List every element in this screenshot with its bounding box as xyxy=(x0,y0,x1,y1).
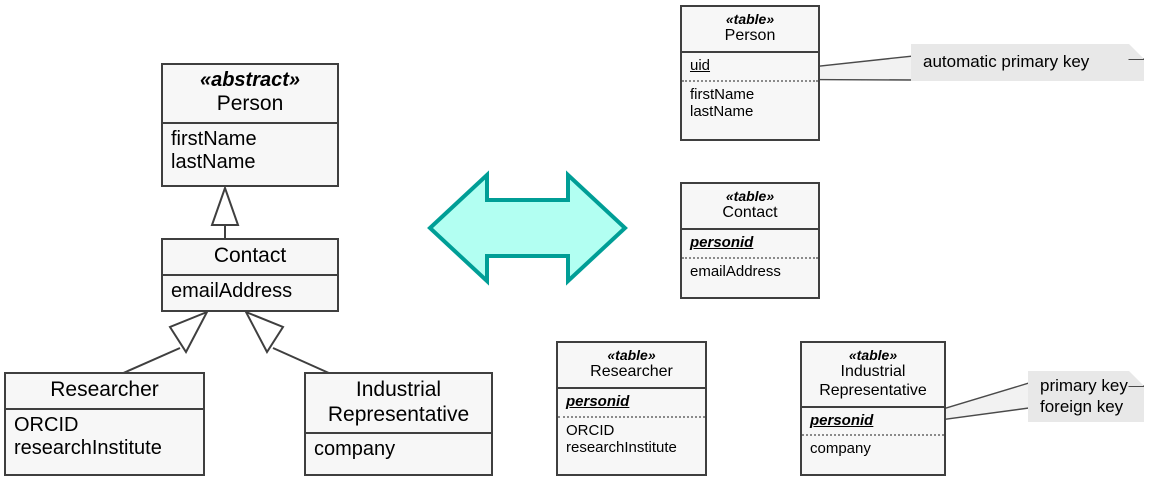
primary-foreign-key-column: personid xyxy=(566,393,630,411)
table-person-key: uid xyxy=(682,51,818,80)
class-person-header: «abstract» Person xyxy=(163,65,337,122)
table-contact-name: Contact xyxy=(722,204,778,222)
note-primary-foreign-key[interactable]: primary key foreign key xyxy=(1028,371,1144,422)
note-text-line2: foreign key xyxy=(1040,397,1124,416)
table-person-columns: firstName lastName xyxy=(682,79,818,126)
table-industrial-representative-name-line1: Industrial xyxy=(840,363,906,381)
table-researcher-name: Researcher xyxy=(590,363,673,381)
table-industrial-representative-stereotype: «table» xyxy=(848,347,898,363)
note-text-line1: primary key xyxy=(1040,375,1128,395)
class-industrial-representative-header: Industrial Representative xyxy=(306,374,491,432)
table-researcher[interactable]: «table» Researcher personid ORCID resear… xyxy=(556,341,707,476)
class-person-stereotype: «abstract» xyxy=(199,69,301,91)
class-industrial-representative[interactable]: Industrial Representative company xyxy=(304,372,493,476)
table-researcher-key: personid xyxy=(558,387,705,416)
class-person[interactable]: «abstract» Person firstName lastName xyxy=(161,63,339,187)
table-researcher-header: «table» Researcher xyxy=(558,343,705,387)
table-person-stereotype: «table» xyxy=(725,11,775,27)
attribute: lastName xyxy=(171,151,256,174)
class-researcher-header: Researcher xyxy=(6,374,203,408)
table-industrial-representative-name-line2: Representative xyxy=(819,382,927,400)
class-contact-attributes: emailAddress xyxy=(163,273,337,308)
column: firstName xyxy=(690,85,755,103)
attribute: emailAddress xyxy=(171,279,293,302)
primary-key-column: uid xyxy=(690,57,711,75)
attribute: firstName xyxy=(171,127,257,150)
class-contact[interactable]: Contact emailAddress xyxy=(161,238,339,312)
table-person-header: «table» Person xyxy=(682,7,818,51)
class-researcher-attributes: ORCID researchInstitute xyxy=(6,407,203,466)
class-industrial-representative-attributes: company xyxy=(306,432,491,466)
table-industrial-representative-columns: company xyxy=(802,434,944,463)
attribute: researchInstitute xyxy=(14,436,162,459)
column: emailAddress xyxy=(690,262,781,280)
primary-foreign-key-column: personid xyxy=(690,234,754,252)
class-person-attributes: firstName lastName xyxy=(163,121,337,180)
double-headed-arrow-icon xyxy=(427,170,628,286)
table-industrial-representative-header: «table» Industrial Representative xyxy=(802,343,944,406)
class-contact-header: Contact xyxy=(163,240,337,274)
table-industrial-representative[interactable]: «table» Industrial Representative person… xyxy=(800,341,946,476)
class-person-name: Person xyxy=(216,92,284,116)
attribute: company xyxy=(314,438,396,461)
table-contact-header: «table» Contact xyxy=(682,184,818,228)
class-researcher[interactable]: Researcher ORCID researchInstitute xyxy=(4,372,205,476)
table-researcher-columns: ORCID researchInstitute xyxy=(558,415,705,462)
table-industrial-representative-key: personid xyxy=(802,405,944,435)
column: ORCID xyxy=(566,421,615,439)
table-contact-key: personid xyxy=(682,228,818,257)
table-researcher-stereotype: «table» xyxy=(607,347,656,363)
column: lastName xyxy=(690,103,754,121)
generalization-researcher-to-contact xyxy=(111,310,210,379)
column: researchInstitute xyxy=(566,439,677,457)
class-contact-name: Contact xyxy=(213,244,287,267)
table-contact[interactable]: «table» Contact personid emailAddress xyxy=(680,182,820,299)
table-contact-stereotype: «table» xyxy=(725,188,775,204)
attribute: ORCID xyxy=(14,413,79,436)
note-automatic-primary-key[interactable]: automatic primary key xyxy=(911,44,1144,81)
column: company xyxy=(810,440,871,458)
table-contact-columns: emailAddress xyxy=(682,256,818,286)
generalization-contact-to-person xyxy=(210,184,240,238)
table-person[interactable]: «table» Person uid firstName lastName xyxy=(680,5,820,141)
class-industrial-representative-name-line1: Industrial xyxy=(355,378,442,401)
primary-foreign-key-column: personid xyxy=(810,411,874,429)
table-person-name: Person xyxy=(724,27,776,45)
note-text: automatic primary key xyxy=(923,52,1090,72)
class-industrial-representative-name-line2: Representative xyxy=(327,402,470,426)
class-researcher-name: Researcher xyxy=(50,378,159,401)
generalization-industrialrep-to-contact xyxy=(243,310,341,379)
